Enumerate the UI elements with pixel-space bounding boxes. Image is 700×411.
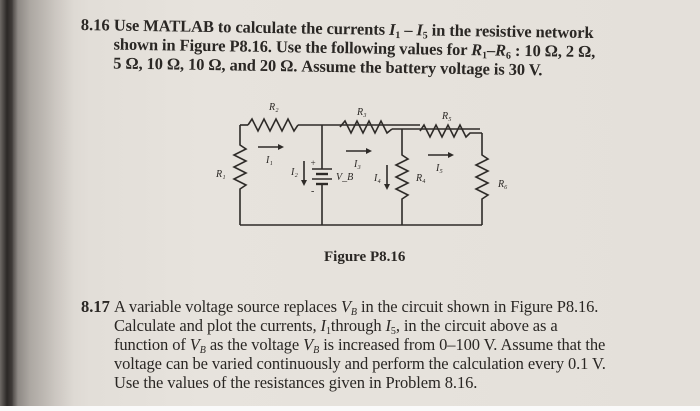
label-i5: I₅ [435, 163, 443, 174]
problem-line: A variable voltage source replaces VB in… [114, 297, 599, 318]
label-vb: V_B [336, 172, 353, 183]
label-r6: R₆ [497, 179, 508, 190]
problem-line: voltage can be varied continuously and p… [114, 354, 606, 373]
label-i4: I₄ [373, 173, 381, 184]
page-bottom-edge [0, 406, 700, 411]
figure-caption: Figure P8.16 [324, 249, 406, 265]
label-plus: + [310, 158, 316, 168]
problem-number: 8.17 [81, 297, 110, 316]
label-r5: R₅ [441, 111, 452, 122]
label-minus: - [311, 186, 314, 197]
label-r3: R₃ [356, 107, 367, 118]
circuit-figure: R₂ R₃ R₅ R₁ R₄ R₆ I₁ I₂ I₃ I₄ I₅ V_B + - [180, 95, 540, 265]
problem-text: A variable voltage source replaces VB in… [114, 297, 641, 392]
label-i3: I₃ [353, 159, 361, 170]
label-r1: R₁ [215, 169, 226, 180]
label-i2: I₂ [290, 167, 298, 178]
problem-8-17: 8.17 A variable voltage source replaces … [81, 297, 641, 392]
page-gutter-shadow [14, 0, 74, 411]
problem-text: Use MATLAB to calculate the currents I1 … [113, 16, 636, 81]
label-i1: I₁ [265, 155, 273, 166]
problem-8-16: 8.16 Use MATLAB to calculate the current… [80, 15, 636, 81]
problem-line: function of VB as the voltage VB is incr… [114, 335, 606, 356]
label-r2: R₂ [268, 102, 279, 113]
resistor-r2 [247, 117, 299, 133]
circuit-diagram: R₂ R₃ R₅ R₁ R₄ R₆ I₁ I₂ I₃ I₄ I₅ V_B + - [215, 102, 508, 226]
label-r4: R₄ [415, 173, 426, 184]
problem-number: 8.16 [80, 15, 110, 35]
problem-line: Use the values of the resistances given … [114, 373, 478, 392]
problem-line: Calculate and plot the currents, I1throu… [114, 316, 558, 337]
